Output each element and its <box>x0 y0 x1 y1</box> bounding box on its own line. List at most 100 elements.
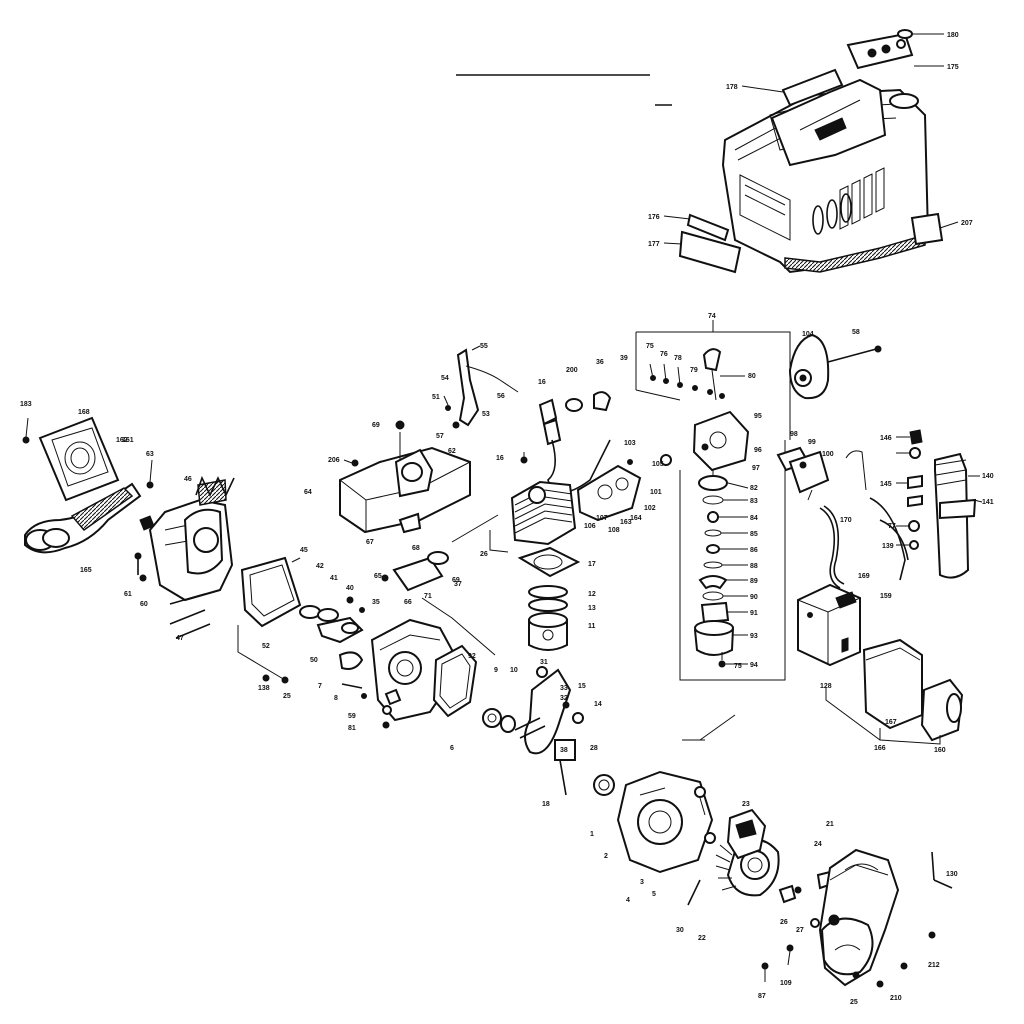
callout-98: 98 <box>790 431 798 438</box>
air-filter-assembly <box>788 333 983 745</box>
callout-66: 66 <box>404 599 412 606</box>
callout-59: 59 <box>348 713 356 720</box>
callout-86: 86 <box>750 547 758 554</box>
callout-108: 108 <box>608 527 620 534</box>
callout-6: 6 <box>450 745 454 752</box>
callout-146: 146 <box>880 435 892 442</box>
callout-78: 78 <box>674 355 682 362</box>
callout-87: 87 <box>758 993 766 1000</box>
callout-69: 69 <box>372 422 380 429</box>
callout-90: 90 <box>750 594 758 601</box>
callout-32: 32 <box>560 695 568 702</box>
callout-105: 105 <box>652 461 664 468</box>
callout-178: 178 <box>726 84 738 91</box>
callout-160: 160 <box>934 747 946 754</box>
callout-27: 27 <box>796 927 804 934</box>
callout-26-flywheel: 26 <box>780 919 788 926</box>
callout-54: 54 <box>441 375 449 382</box>
callout-91: 91 <box>750 610 758 617</box>
callout-1: 1 <box>590 831 594 838</box>
callout-51: 51 <box>432 394 440 401</box>
callout-159: 159 <box>880 593 892 600</box>
callout-109: 109 <box>780 980 792 987</box>
callout-166: 166 <box>874 745 886 752</box>
callout-21: 21 <box>826 821 834 828</box>
callout-75-screw: 75 <box>734 663 742 670</box>
callout-210: 210 <box>890 995 902 1002</box>
callout-138: 138 <box>258 685 270 692</box>
callout-177: 177 <box>648 241 660 248</box>
callout-16-stud: 16 <box>496 455 504 462</box>
callout-62: 62 <box>448 448 456 455</box>
callout-23: 23 <box>742 801 750 808</box>
crankcase-starter <box>593 714 953 988</box>
callout-18: 18 <box>542 801 550 808</box>
callout-79: 79 <box>690 367 698 374</box>
callout-140: 140 <box>982 473 994 480</box>
callout-9: 9 <box>494 667 498 674</box>
callout-47: 47 <box>176 635 184 642</box>
fuel-tank-housing <box>456 29 959 274</box>
callout-31: 31 <box>540 659 548 666</box>
callout-52: 52 <box>262 643 270 650</box>
callout-69-cap: 69 <box>452 577 460 584</box>
callout-25: 25 <box>283 693 291 700</box>
callout-80: 80 <box>748 373 756 380</box>
callout-165: 165 <box>80 567 92 574</box>
crankcase-left <box>299 551 478 729</box>
callout-46: 46 <box>184 476 192 483</box>
callout-64: 64 <box>304 489 312 496</box>
callout-164: 164 <box>630 515 642 522</box>
callout-60: 60 <box>140 601 148 608</box>
callout-207: 207 <box>961 220 973 227</box>
callout-169: 169 <box>858 573 870 580</box>
callout-175: 175 <box>947 64 959 71</box>
callout-14: 14 <box>594 701 602 708</box>
callout-25-bottom: 25 <box>850 999 858 1006</box>
callout-67: 67 <box>366 539 374 546</box>
callout-200: 200 <box>566 367 578 374</box>
callout-75: 75 <box>646 343 654 350</box>
callout-50: 50 <box>310 657 318 664</box>
callout-176: 176 <box>648 214 660 221</box>
callout-84: 84 <box>750 515 758 522</box>
callout-45: 45 <box>300 547 308 554</box>
callout-161: 161 <box>122 437 134 444</box>
callout-63: 63 <box>146 451 154 458</box>
callout-74: 74 <box>708 313 716 320</box>
callout-106: 106 <box>584 523 596 530</box>
callout-168: 168 <box>78 409 90 416</box>
carburetor-group <box>635 320 845 681</box>
callout-10: 10 <box>510 667 518 674</box>
callout-93: 93 <box>750 633 758 640</box>
callout-163: 163 <box>620 519 632 526</box>
callout-141: 141 <box>982 499 994 506</box>
callout-102: 102 <box>644 505 656 512</box>
callout-55: 55 <box>480 343 488 350</box>
callout-97: 97 <box>752 465 760 472</box>
callout-128: 128 <box>820 683 832 690</box>
callout-24: 24 <box>814 841 822 848</box>
callout-88: 88 <box>750 563 758 570</box>
muffler-assembly <box>22 416 302 684</box>
callout-15: 15 <box>578 683 586 690</box>
callout-101: 101 <box>650 489 662 496</box>
callout-13: 13 <box>588 605 596 612</box>
callout-57: 57 <box>436 433 444 440</box>
callout-167: 167 <box>885 719 897 726</box>
callout-26-cyl: 26 <box>480 551 488 558</box>
callout-42: 42 <box>316 563 324 570</box>
callout-89: 89 <box>750 578 758 585</box>
callout-83: 83 <box>750 498 758 505</box>
callout-28: 28 <box>590 745 598 752</box>
callout-33: 33 <box>560 685 568 692</box>
callout-77: 77 <box>888 523 896 530</box>
callout-38: 38 <box>560 747 568 754</box>
callout-68: 68 <box>412 545 420 552</box>
callout-103: 103 <box>624 440 636 447</box>
callout-41: 41 <box>330 575 338 582</box>
callout-7: 7 <box>318 683 322 690</box>
callout-71: 71 <box>424 593 432 600</box>
cylinder-assembly <box>339 345 642 796</box>
